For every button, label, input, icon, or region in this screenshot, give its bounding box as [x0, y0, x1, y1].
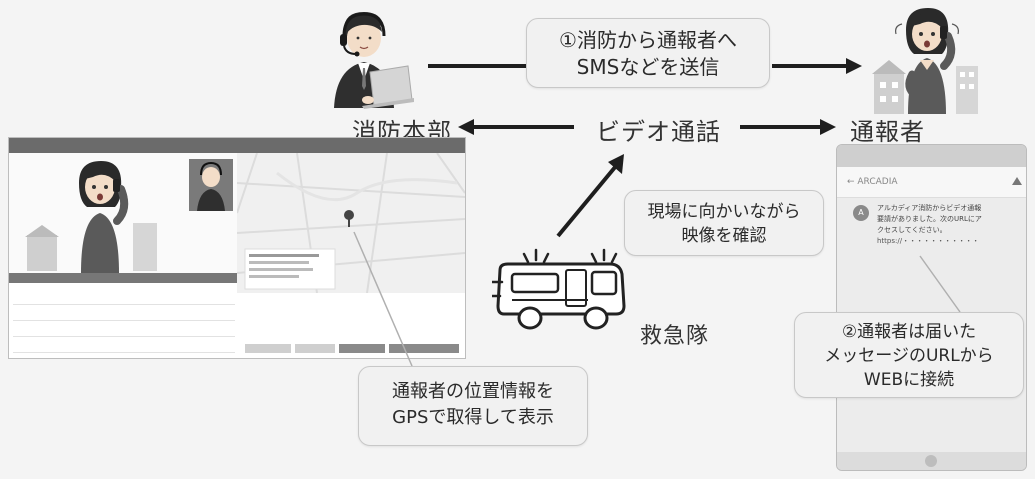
message-url-link[interactable]: https://・・・・・・・・・・・ [877, 237, 980, 245]
dispatch-system-screen [8, 137, 466, 359]
phone-bottom-bar [837, 452, 1026, 470]
gps-bubble-line1: 通報者の位置情報を [392, 381, 554, 402]
caller-video-image [25, 159, 233, 273]
status-bar [9, 273, 237, 283]
message-line-1: アルカディア消防からビデオ通報 [877, 204, 982, 212]
dispatcher-illustration [334, 12, 414, 109]
screen-button-2[interactable] [295, 344, 335, 353]
arrow-video-to-reporter [740, 119, 836, 135]
message-line-3: クセスしてください。 [877, 226, 947, 234]
phone-status-bar [837, 145, 1026, 167]
home-button-icon[interactable] [925, 455, 937, 467]
gps-callout-pointer [353, 231, 413, 367]
map-panel[interactable] [236, 152, 465, 294]
ambulance-label: 救急隊 [640, 324, 710, 349]
gps-bubble-line2: GPSで取得して表示 [392, 407, 554, 428]
video-feed-panel [9, 153, 237, 273]
sms-bubble: ①消防から通報者へ SMSなどを送信 [526, 18, 770, 88]
dispatch-screen-header [9, 138, 465, 153]
connect-bubble-line2: メッセージのURLから [824, 346, 994, 366]
scroll-indicator[interactable] [1012, 177, 1022, 185]
arrow-ambulance-to-video [556, 154, 624, 238]
form-row-3 [13, 322, 235, 337]
form-row-4 [13, 338, 235, 353]
message-line-2: 要請がありました。次のURLにア [877, 215, 982, 223]
sms-bubble-line1: ①消防から通報者へ [559, 28, 737, 52]
screen-button-4[interactable] [389, 344, 459, 353]
video-call-label: ビデオ通話 [596, 118, 721, 146]
field-bubble: 現場に向かいながら 映像を確認 [624, 190, 824, 256]
reporter-illustration [872, 8, 978, 114]
gps-bubble: 通報者の位置情報を GPSで取得して表示 [358, 366, 588, 446]
field-bubble-line2: 映像を確認 [681, 226, 767, 246]
sender-avatar: A [853, 205, 869, 221]
connect-bubble-line3: WEBに接続 [863, 370, 955, 390]
screen-button-1[interactable] [245, 344, 291, 353]
connect-callout-pointer [919, 255, 961, 313]
screen-button-3[interactable] [339, 344, 385, 353]
reporter-phone: ← ARCADIA A アルカディア消防からビデオ通報 要請がありました。次のU… [836, 144, 1027, 471]
field-bubble-line1: 現場に向かいながら [647, 202, 801, 222]
connect-bubble: ②通報者は届いた メッセージのURLから WEBに接続 [794, 312, 1024, 398]
phone-nav-title[interactable]: ← ARCADIA [837, 167, 1026, 198]
sms-bubble-line2: SMSなどを送信 [576, 55, 720, 79]
connect-bubble-line1: ②通報者は届いた [841, 322, 977, 342]
form-row-2 [13, 306, 235, 321]
ambulance-illustration [492, 248, 626, 330]
arrow-video-to-hq [458, 119, 574, 135]
sms-message-text: アルカディア消防からビデオ通報 要請がありました。次のURLにア クセスしてくだ… [877, 203, 1015, 247]
form-row-1 [13, 290, 235, 305]
arrow-hq-to-reporter [428, 58, 862, 74]
reporter-label: 通報者 [850, 118, 925, 146]
